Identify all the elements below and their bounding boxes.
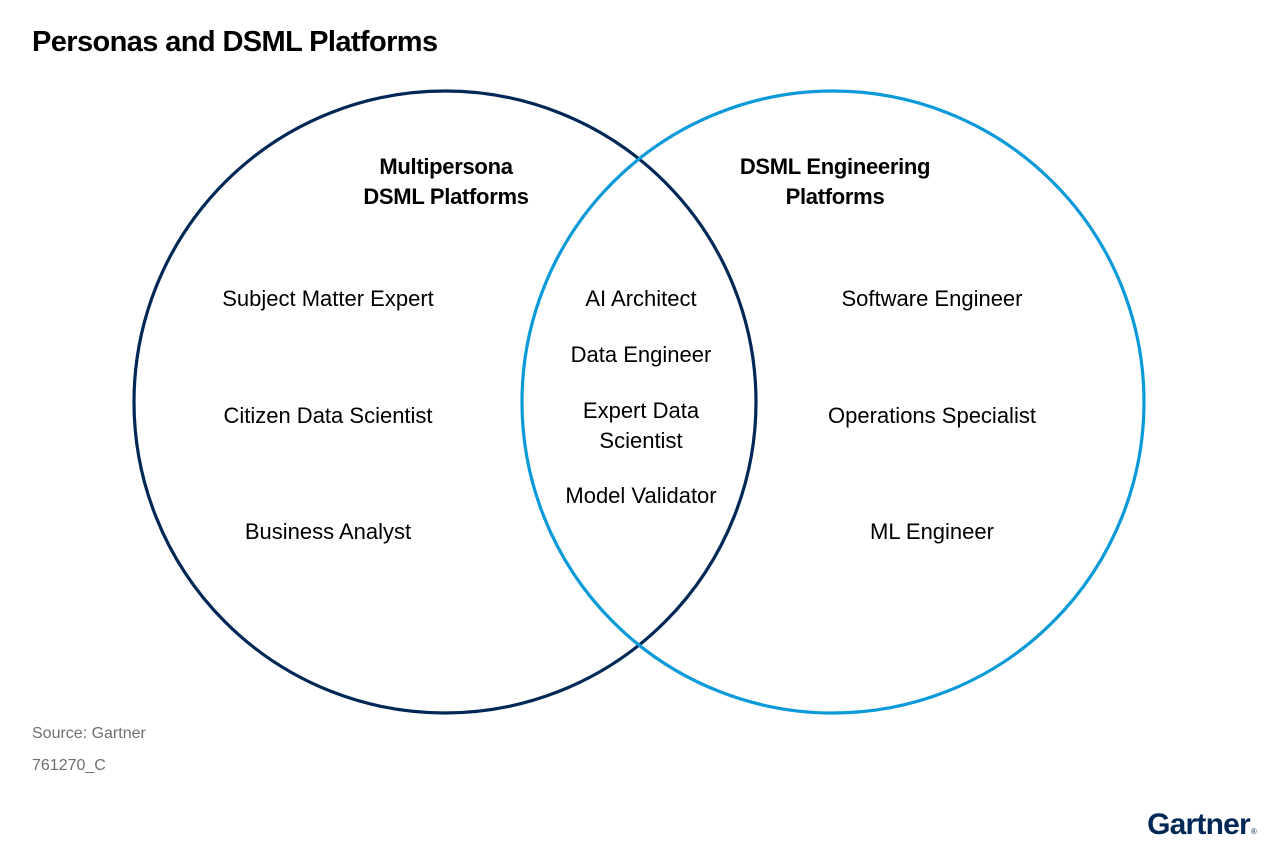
persona-business-analyst: Business Analyst <box>244 519 412 544</box>
persona-line: Scientist <box>599 428 683 453</box>
persona-line: Expert Data <box>582 398 700 423</box>
registered-mark-icon: ® <box>1250 827 1257 836</box>
persona-operations-specialist: Operations Specialist <box>828 403 1036 428</box>
label-line: Multipersona <box>379 154 513 179</box>
multipersona-platforms-circle <box>132 89 758 715</box>
persona-expert-data-scientist: Expert Data Scientist <box>583 396 699 456</box>
persona-ai-architect: AI Architect <box>585 286 697 311</box>
persona-model-validator: Model Validator <box>565 483 717 508</box>
persona-ml-engineer: ML Engineer <box>870 519 994 544</box>
label-line: Platforms <box>785 184 885 209</box>
page-title: Personas and DSML Platforms <box>32 26 438 58</box>
source-note: Source: Gartner <box>32 725 146 742</box>
label-line: DSML Platforms <box>363 184 529 209</box>
figure-id: 761270_C <box>32 757 106 774</box>
persona-citizen-data-scientist: Citizen Data Scientist <box>223 403 433 428</box>
gartner-logo: Gartner® <box>1147 808 1257 842</box>
logo-text: Gartner <box>1147 808 1251 841</box>
persona-subject-matter-expert: Subject Matter Expert <box>222 286 434 311</box>
multipersona-platforms-label: Multipersona DSML Platforms <box>363 152 529 212</box>
persona-software-engineer: Software Engineer <box>841 286 1023 311</box>
persona-data-engineer: Data Engineer <box>570 342 712 367</box>
engineering-platforms-circle <box>520 89 1146 715</box>
label-line: DSML Engineering <box>739 154 931 179</box>
engineering-platforms-label: DSML Engineering Platforms <box>739 152 931 212</box>
